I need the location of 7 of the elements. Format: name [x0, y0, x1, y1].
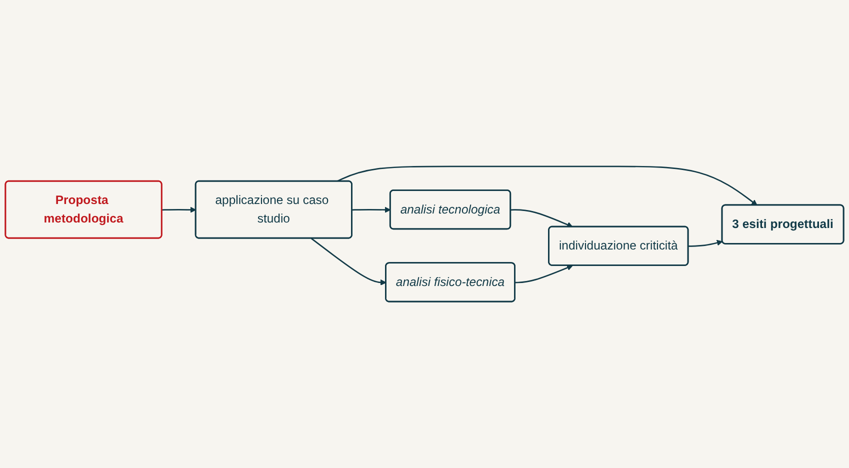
arrow — [515, 264, 573, 284]
arrow — [310, 238, 386, 286]
arrow — [162, 206, 196, 213]
arrow — [688, 240, 723, 247]
arrow — [510, 209, 573, 228]
arrow — [352, 206, 391, 213]
arrow — [336, 166, 758, 206]
